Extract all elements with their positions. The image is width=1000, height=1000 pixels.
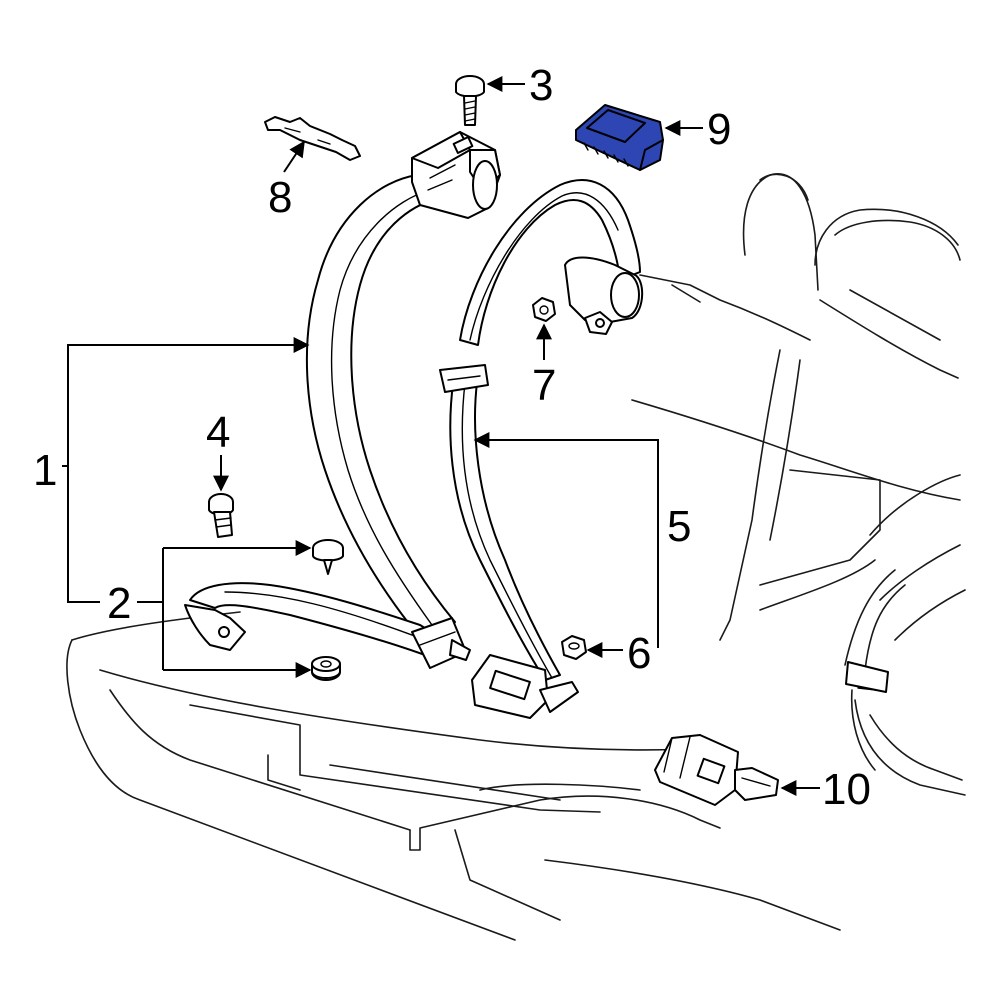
cover-part-9-highlighted[interactable]	[575, 104, 664, 171]
callout-3: 3	[529, 61, 553, 110]
callout-5: 5	[667, 502, 691, 551]
callout-9: 9	[707, 105, 731, 154]
leader-lines	[62, 76, 820, 796]
nut-part-7[interactable]	[532, 297, 556, 322]
seat-back-outline	[631, 173, 966, 796]
nut-part-6[interactable]	[561, 635, 587, 660]
callout-1: 1	[33, 446, 57, 495]
callout-6: 6	[627, 629, 651, 678]
seat-cushion-outline	[66, 611, 841, 941]
buckle-assembly[interactable]	[654, 734, 779, 806]
callout-10: 10	[822, 765, 871, 814]
clip-part[interactable]	[312, 539, 344, 575]
callout-4: 4	[206, 408, 230, 457]
bolt-part-3[interactable]	[455, 75, 485, 126]
callout-7: 7	[532, 361, 556, 410]
left-belt-assembly[interactable]	[184, 131, 501, 669]
bracket-part-8[interactable]	[264, 116, 361, 161]
callout-2: 2	[107, 579, 131, 628]
spacer-part[interactable]	[311, 656, 341, 681]
callout-8: 8	[268, 173, 292, 222]
center-belt-assembly[interactable]	[439, 179, 644, 719]
bolt-part-4[interactable]	[208, 493, 234, 538]
